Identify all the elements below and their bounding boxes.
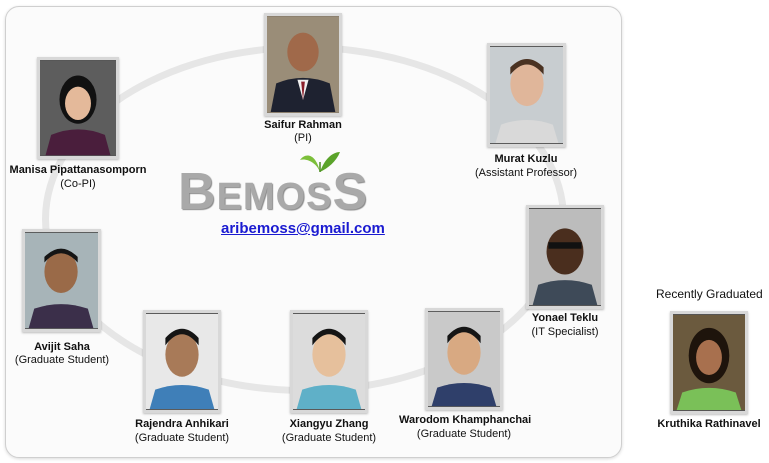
logo-letters-emos: EMOS [216, 176, 333, 218]
photo-manisa-pipattanasomporn [37, 57, 119, 159]
member-role: (Co-PI) [60, 178, 96, 190]
member-name: Manisa Pipattanasomporn [9, 164, 147, 176]
member-role: (Graduate Student) [14, 354, 110, 366]
photo-murat-kuzlu [487, 43, 566, 147]
graduate-name: Kruthika Rathinavel [657, 418, 761, 430]
member-name: Saifur Rahman [264, 119, 342, 131]
photo-warodom-khamphanchai [425, 308, 503, 410]
photo-saifur-rahman [264, 13, 342, 116]
member-name: Avijit Saha [34, 341, 90, 353]
member-role: (Graduate Student) [281, 432, 377, 444]
logo-letter-s: S [332, 163, 369, 221]
email-link[interactable]: aribemoss@gmail.com [221, 220, 385, 237]
member-role: (Graduate Student) [134, 432, 230, 444]
member-name: Xiangyu Zhang [289, 418, 369, 430]
leaf-icon [300, 152, 340, 172]
member-role: (Graduate Student) [416, 428, 512, 440]
member-name: Warodom Khamphanchai [399, 414, 532, 426]
photo-xiangyu-zhang [290, 310, 368, 413]
member-name: Murat Kuzlu [494, 153, 558, 165]
photo-yonael-teklu [526, 205, 604, 309]
member-role: (PI) [294, 132, 312, 144]
member-name: Rajendra Anhikari [135, 418, 229, 430]
member-name: Yonael Teklu [531, 312, 599, 324]
recently-graduated-heading: Recently Graduated [656, 287, 763, 301]
logo-letter-b: B [178, 163, 217, 221]
member-role: (IT Specialist) [531, 326, 599, 338]
photo-rajendra-anhikari [143, 310, 221, 413]
member-role: (Assistant Professor) [474, 167, 578, 179]
photo-avijit-saha [22, 229, 101, 332]
bemoss-logo: BEMOSS [178, 166, 420, 218]
photo-kruthika-rathinavel [670, 311, 748, 414]
